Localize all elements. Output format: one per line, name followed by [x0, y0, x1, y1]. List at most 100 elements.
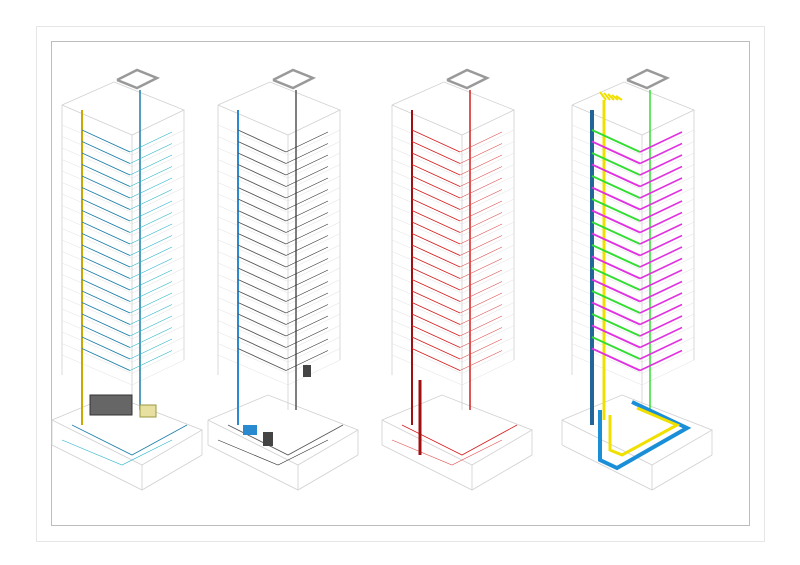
branch-pipe	[411, 279, 461, 302]
floor-line	[217, 124, 289, 156]
branch-pipe	[591, 255, 641, 280]
floor-line	[571, 274, 643, 305]
distribution-pipe	[401, 424, 518, 456]
floor-line	[217, 274, 289, 305]
branch-pipe	[129, 258, 173, 279]
branch-pipe	[459, 350, 503, 371]
floor-line	[571, 124, 643, 156]
branch-pipe	[459, 131, 503, 153]
branch-pipe	[639, 188, 683, 211]
branch-pipe	[81, 129, 131, 153]
branch-pipe	[129, 350, 173, 371]
tower-view-electrical	[207, 68, 359, 491]
floor-line	[217, 354, 289, 386]
floor-line	[571, 262, 643, 294]
floor-line	[61, 274, 133, 305]
branch-pipe	[81, 279, 131, 302]
branch-pipe	[237, 313, 287, 337]
floor-line	[217, 320, 289, 351]
branch-pipe	[639, 131, 683, 153]
floor-line	[61, 136, 133, 167]
branch-pipe	[237, 221, 287, 245]
floor-line	[571, 331, 643, 363]
tower-top	[61, 81, 185, 136]
distribution-pipe	[71, 424, 188, 456]
floor-line	[391, 343, 463, 374]
branch-pipe	[81, 302, 131, 325]
floor-line	[217, 308, 289, 340]
floor-line	[217, 285, 289, 317]
floor-line	[61, 228, 133, 259]
roof-equipment	[611, 94, 619, 101]
branch-pipe	[237, 290, 287, 314]
branch-pipe	[285, 154, 329, 176]
branch-pipe	[237, 325, 287, 348]
floor-line	[391, 251, 463, 282]
branch-pipe	[411, 210, 461, 233]
branch-pipe	[411, 313, 461, 337]
branch-pipe	[237, 175, 287, 199]
branch-pipe	[285, 269, 329, 291]
floor-line	[217, 239, 289, 271]
branch-pipe	[129, 338, 173, 360]
branch-pipe	[459, 292, 503, 314]
branch-pipe	[639, 303, 683, 326]
branch-pipe	[591, 278, 641, 303]
branch-pipe	[129, 292, 173, 314]
floor-line	[61, 239, 133, 271]
branch-pipe	[459, 246, 503, 268]
branch-pipe	[285, 281, 329, 302]
branch-pipe	[285, 246, 329, 268]
branch-pipe	[639, 177, 683, 199]
branch-pipe	[81, 152, 131, 176]
floor-line	[61, 308, 133, 340]
branch-pipe	[639, 326, 683, 349]
branch-pipe	[411, 141, 461, 164]
branch-pipe	[639, 338, 683, 360]
branch-pipe	[459, 258, 503, 279]
branch-pipe	[129, 212, 173, 233]
floor-line	[61, 320, 133, 351]
distribution-pipe	[391, 439, 503, 466]
distribution-pipe	[217, 439, 329, 466]
branch-pipe	[411, 244, 461, 268]
floor-line	[571, 193, 643, 225]
branch-pipe	[81, 336, 131, 360]
floor-line	[61, 193, 133, 225]
branch-pipe	[591, 232, 641, 257]
branch-pipe	[411, 221, 461, 245]
floor-line	[571, 308, 643, 340]
roof-equipment	[615, 95, 623, 101]
distribution-pipe	[61, 439, 173, 466]
floor-line	[571, 136, 643, 167]
branch-pipe	[81, 256, 131, 279]
floor-line	[61, 170, 133, 202]
branch-pipe	[591, 290, 641, 314]
branch-pipe	[591, 175, 641, 199]
branch-pipe	[129, 281, 173, 302]
branch-pipe	[237, 256, 287, 279]
podium-top	[381, 394, 533, 466]
branch-pipe	[639, 200, 683, 222]
branch-pipe	[411, 302, 461, 325]
floor-line	[391, 216, 463, 248]
branch-pipe	[129, 304, 173, 325]
branch-pipe	[411, 256, 461, 279]
branch-pipe	[285, 327, 329, 348]
podium-base	[207, 444, 359, 491]
tower-view-plumbing	[561, 68, 713, 491]
floor-line	[217, 297, 289, 328]
floor-line	[217, 343, 289, 374]
branch-pipe	[459, 281, 503, 302]
air-handling-unit	[89, 394, 133, 416]
branch-pipe	[459, 143, 503, 164]
floor-line	[391, 182, 463, 213]
floor-line	[217, 159, 289, 190]
floor-line	[217, 147, 289, 179]
branch-pipe	[285, 304, 329, 325]
floor-line	[391, 331, 463, 363]
floor-line	[391, 308, 463, 340]
floor-line	[391, 239, 463, 271]
branch-pipe	[129, 235, 173, 256]
